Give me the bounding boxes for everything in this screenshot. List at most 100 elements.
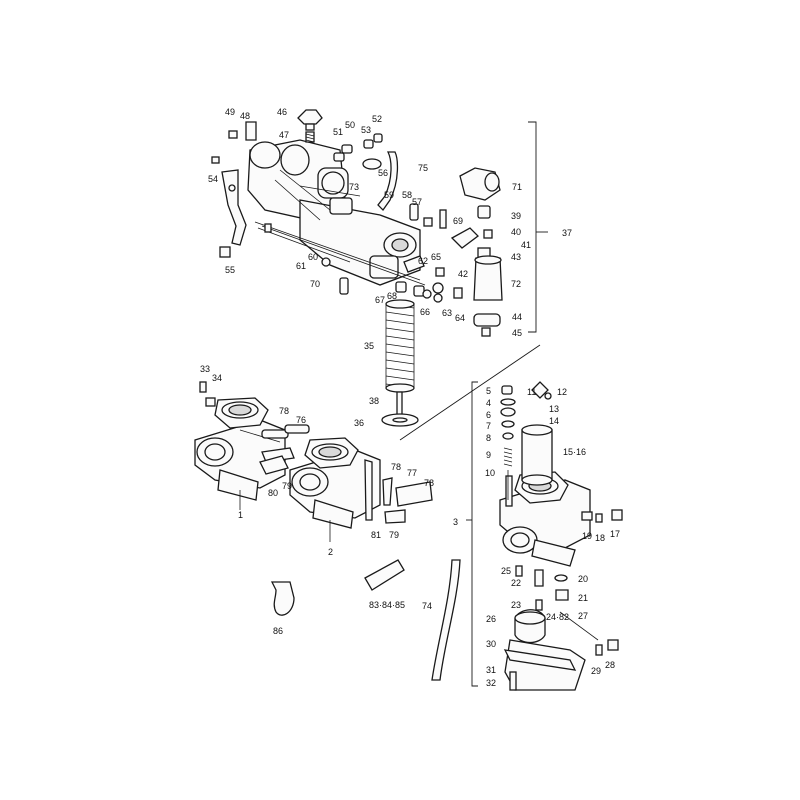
callout-33: 33 xyxy=(200,364,211,374)
callout-24-82: 24·82 xyxy=(546,612,570,622)
callout-81: 81 xyxy=(371,530,382,540)
callout-28: 28 xyxy=(605,660,616,670)
callout-55: 55 xyxy=(225,265,236,275)
hose-75 xyxy=(377,151,399,212)
callout-62: 62 xyxy=(418,256,429,266)
callout-48: 48 xyxy=(240,111,251,121)
callout-66: 66 xyxy=(420,307,431,317)
callout-61: 61 xyxy=(296,261,307,271)
callout-26: 26 xyxy=(486,614,497,624)
callout-49: 49 xyxy=(225,107,236,117)
side-screws xyxy=(581,509,623,523)
callout-86: 86 xyxy=(273,626,284,636)
callout-63: 63 xyxy=(442,308,453,318)
callout-57: 57 xyxy=(412,197,423,207)
callout-1: 1 xyxy=(238,510,244,520)
callout-43: 43 xyxy=(511,252,522,262)
callout-71: 71 xyxy=(512,182,523,192)
callout-31: 31 xyxy=(486,665,497,675)
callout-60: 60 xyxy=(308,252,319,262)
callout-67: 67 xyxy=(375,295,386,305)
screws-33-34 xyxy=(199,381,216,407)
callout-14: 14 xyxy=(549,416,560,426)
callout-25: 25 xyxy=(501,566,512,576)
callout-15-16: 15·16 xyxy=(563,447,587,457)
bracket-3 xyxy=(466,381,478,687)
callout-32: 32 xyxy=(486,678,497,688)
small-parts-right xyxy=(321,203,503,337)
callout-64: 64 xyxy=(455,313,466,323)
callout-35: 35 xyxy=(364,341,375,351)
callout-45: 45 xyxy=(512,328,523,338)
callout-18: 18 xyxy=(595,533,606,543)
float-bowl-parts xyxy=(503,565,619,691)
callout-59: 59 xyxy=(384,190,395,200)
callout-34: 34 xyxy=(212,373,223,383)
callout-77: 77 xyxy=(407,468,418,478)
callout-8: 8 xyxy=(486,433,492,443)
callout-6: 6 xyxy=(486,410,492,420)
callout-10: 10 xyxy=(485,468,496,478)
callout-12: 12 xyxy=(557,387,568,397)
callout-72: 72 xyxy=(511,279,522,289)
hoses-lower xyxy=(259,424,433,524)
callout-80: 80 xyxy=(268,488,279,498)
callout-37: 37 xyxy=(562,228,573,238)
callout-22: 22 xyxy=(511,578,522,588)
hose-83 xyxy=(364,559,405,591)
carburetor-3 xyxy=(499,471,591,567)
callout-9: 9 xyxy=(486,450,492,460)
callout-7: 7 xyxy=(486,421,492,431)
callout-11: 11 xyxy=(527,387,537,397)
callout-2: 2 xyxy=(328,547,334,557)
callout-79-b: 79 xyxy=(389,530,400,540)
callout-3: 3 xyxy=(453,517,459,527)
needle-parts xyxy=(500,381,553,500)
callout-52: 52 xyxy=(372,114,383,124)
callout-65: 65 xyxy=(431,252,442,262)
callout-56: 56 xyxy=(378,168,389,178)
callout-21: 21 xyxy=(578,593,589,603)
callout-44: 44 xyxy=(512,312,523,322)
callout-46: 46 xyxy=(277,107,288,117)
callout-70: 70 xyxy=(310,279,321,289)
callout-69: 69 xyxy=(453,216,464,226)
callout-83-84-85: 83·84·85 xyxy=(369,600,406,610)
callout-51: 51 xyxy=(333,127,344,137)
spring-35 xyxy=(385,299,415,393)
callout-39: 39 xyxy=(511,211,522,221)
knob-46 xyxy=(297,109,323,131)
callout-5: 5 xyxy=(486,386,492,396)
callout-68: 68 xyxy=(387,291,398,301)
callout-20: 20 xyxy=(578,574,589,584)
callout-19: 19 xyxy=(582,531,593,541)
callout-47: 47 xyxy=(279,130,290,140)
callout-73: 73 xyxy=(349,182,360,192)
callout-41: 41 xyxy=(521,240,532,250)
callout-23: 23 xyxy=(511,600,522,610)
callout-13: 13 xyxy=(549,404,560,414)
clip-86 xyxy=(270,581,295,616)
callout-76: 76 xyxy=(296,415,307,425)
callout-29: 29 xyxy=(591,666,602,676)
cap-71 xyxy=(459,167,501,201)
reference-line xyxy=(399,344,541,441)
carburetor-2 xyxy=(289,437,381,542)
small-parts-top xyxy=(211,121,383,258)
callout-75: 75 xyxy=(418,163,429,173)
callout-4: 4 xyxy=(486,398,492,408)
callout-38: 38 xyxy=(369,396,380,406)
callout-42: 42 xyxy=(458,269,469,279)
callout-17: 17 xyxy=(610,529,621,539)
callout-78-c: 78 xyxy=(424,478,435,488)
needle-38 xyxy=(381,391,419,427)
callout-78-a: 78 xyxy=(279,406,290,416)
callout-30: 30 xyxy=(486,639,497,649)
callout-53: 53 xyxy=(361,125,372,135)
callout-78-b: 78 xyxy=(391,462,402,472)
callout-54: 54 xyxy=(208,174,219,184)
callout-74: 74 xyxy=(422,601,433,611)
callout-36: 36 xyxy=(354,418,365,428)
callout-58: 58 xyxy=(402,190,413,200)
